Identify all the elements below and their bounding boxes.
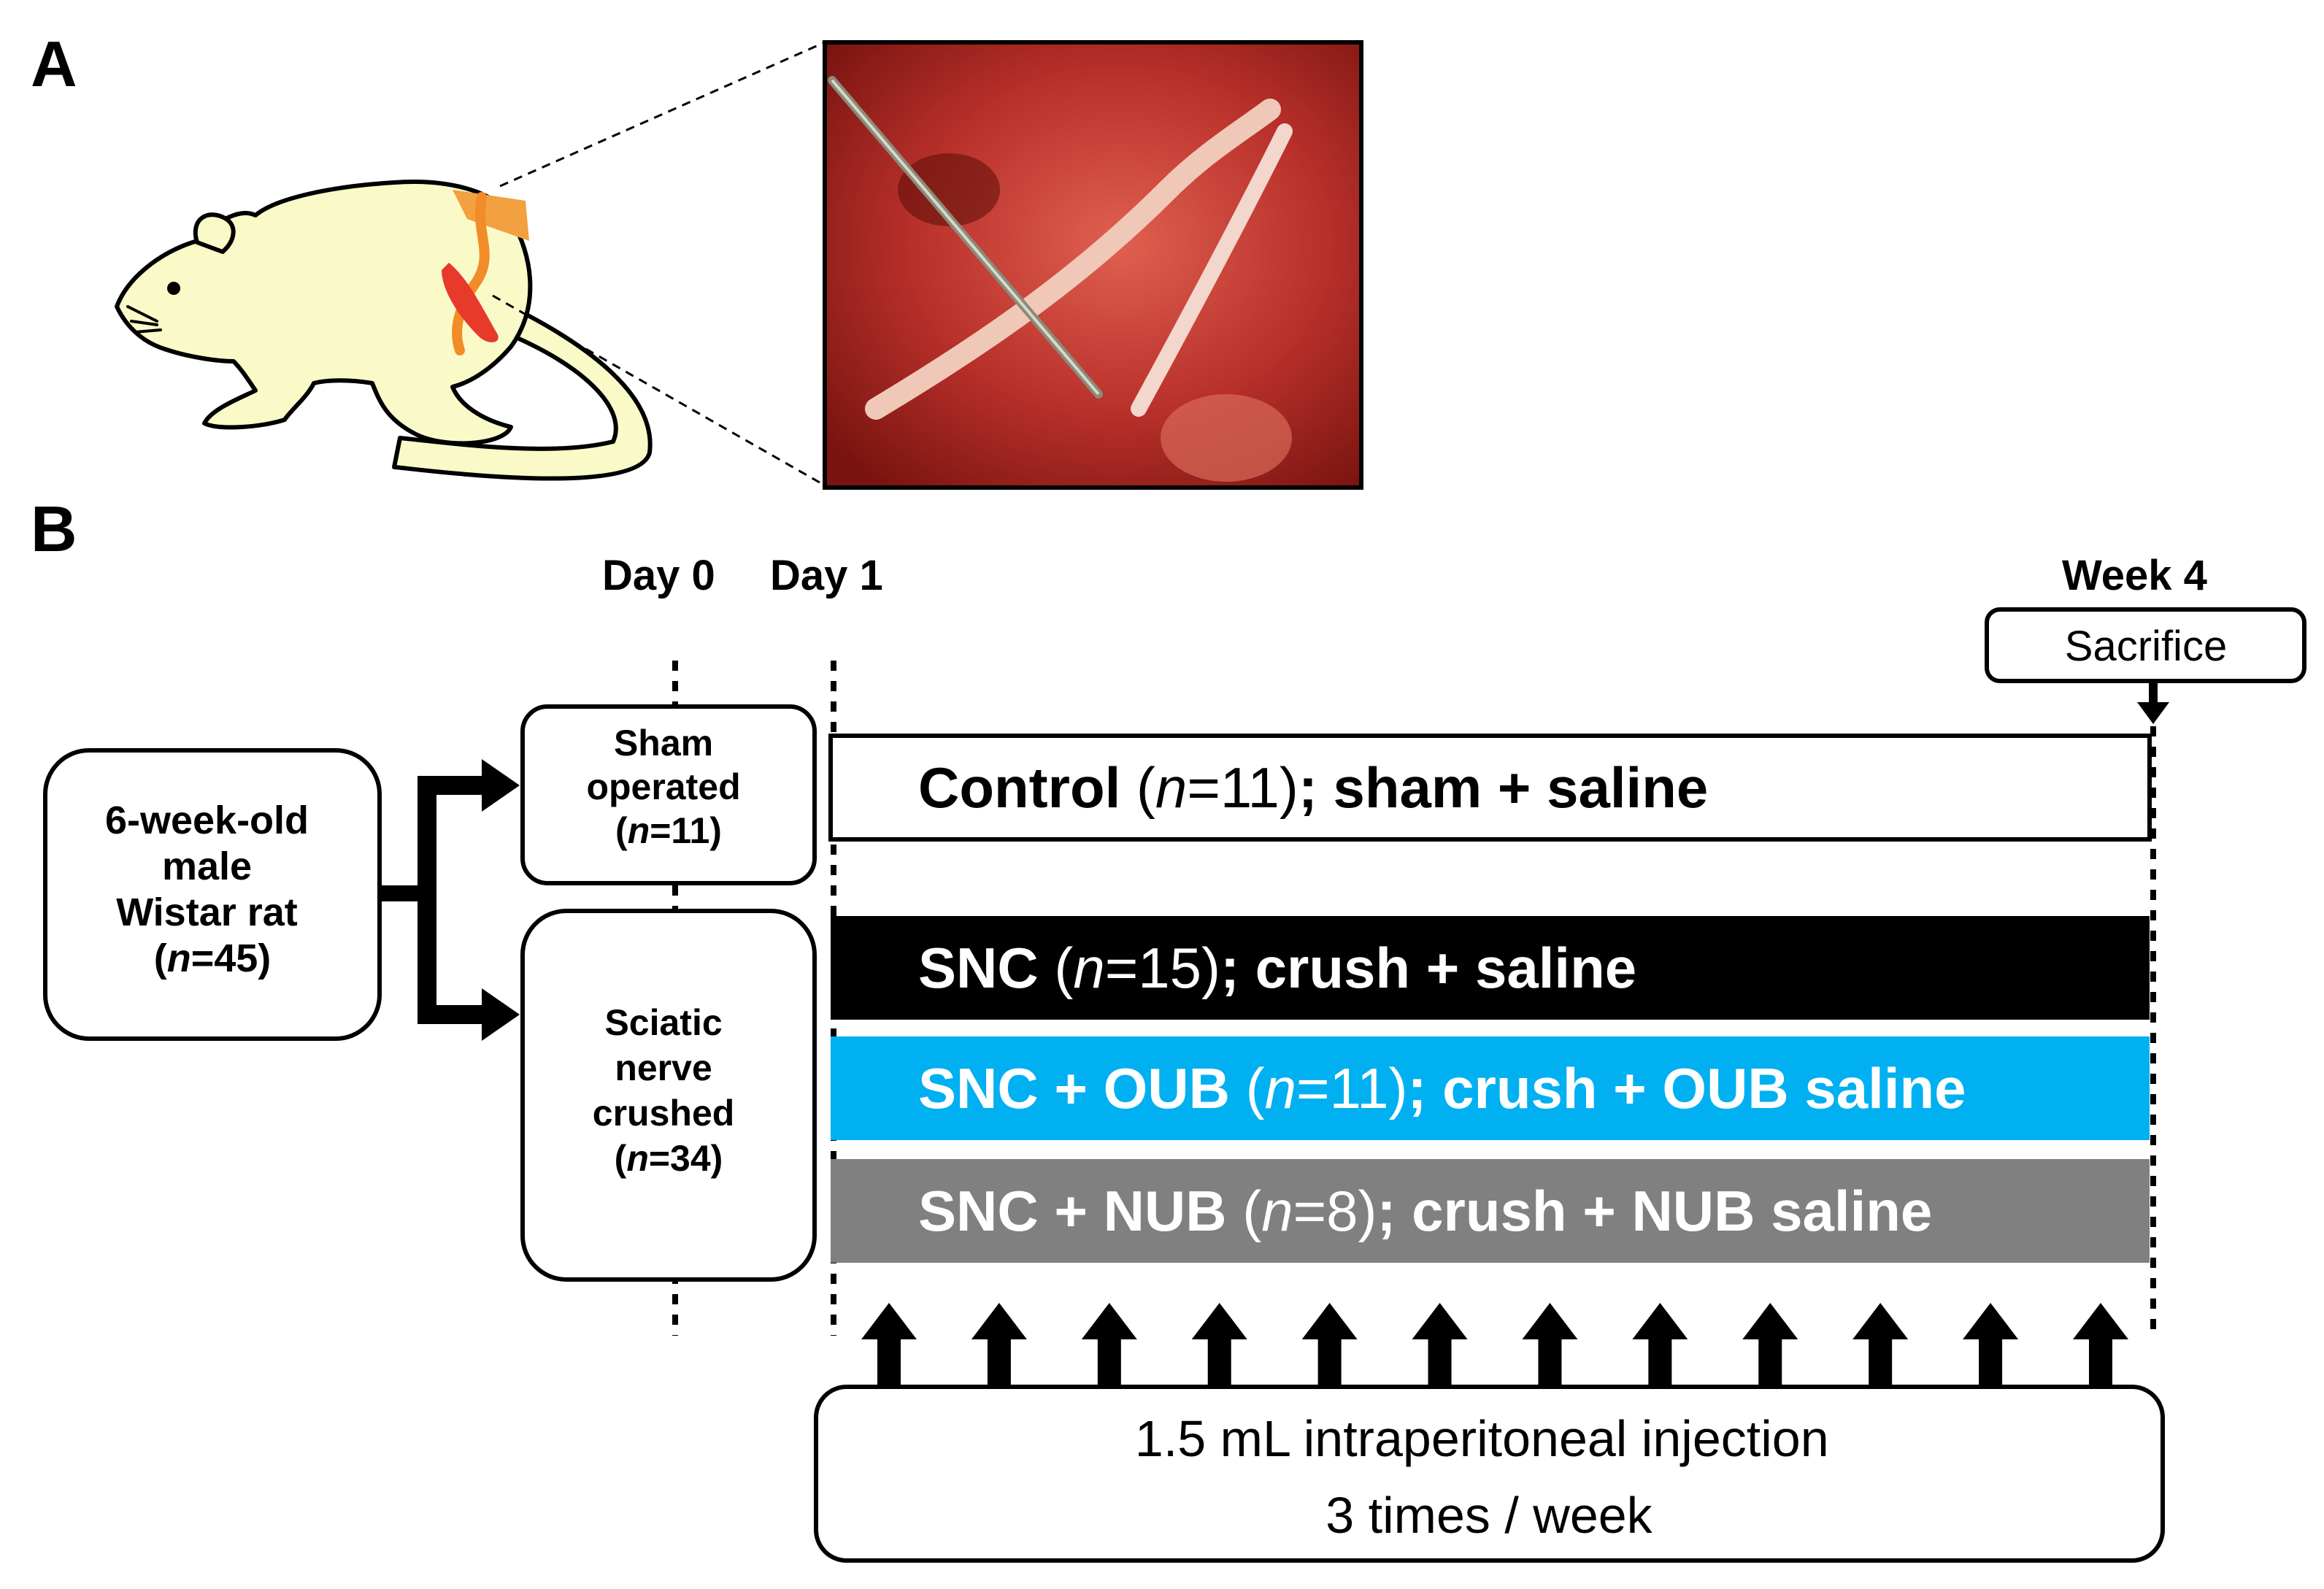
branch-arrows xyxy=(380,759,520,1041)
injection-arrow-up-icon xyxy=(2073,1303,2128,1388)
group-snc-nub-name: SNC + NUB xyxy=(918,1179,1227,1243)
origin-line-1: 6-week-old xyxy=(105,799,309,842)
crush-n-suffix: =34) xyxy=(649,1138,723,1179)
injection-arrow-up-icon xyxy=(971,1303,1027,1388)
group-snc-n-italic: n xyxy=(1073,936,1104,1000)
sacrifice-box xyxy=(1985,607,2306,683)
rat-sciatic-nerve xyxy=(452,192,490,355)
group-snc-nub-n-italic: n xyxy=(1261,1179,1293,1243)
group-bar-snc xyxy=(831,916,2150,1020)
injection-arrow-up-icon xyxy=(1852,1303,1909,1388)
rat-ear xyxy=(193,212,236,254)
group-snc-oub-name: SNC + OUB xyxy=(918,1056,1230,1120)
group-label-snc-nub: SNC + NUB (n=8); crush + NUB saline xyxy=(918,1179,1932,1243)
origin-n-prefix: ( xyxy=(154,936,167,980)
group-snc-nub-n-value: =8) xyxy=(1293,1179,1377,1243)
injection-arrow-up-icon xyxy=(861,1303,917,1388)
zoom-line-bottom xyxy=(492,294,826,487)
sacrifice-label: Sacrifice xyxy=(2065,623,2227,670)
group-snc-oub-n-open: ( xyxy=(1230,1056,1265,1120)
rat-muscle xyxy=(442,263,499,343)
origin-line-2: male xyxy=(162,844,252,888)
rat-whiskers xyxy=(126,305,162,334)
crush-line-3: crushed xyxy=(593,1093,735,1134)
group-control-n-value: =11) xyxy=(1187,755,1298,820)
group-snc-nub-n-open: ( xyxy=(1227,1179,1262,1243)
panel-label-a: A xyxy=(31,28,77,100)
sham-n-italic: n xyxy=(628,810,650,851)
injection-arrow-up-icon xyxy=(1522,1303,1578,1388)
crush-n-italic: n xyxy=(626,1138,649,1179)
injection-line-2: 3 times / week xyxy=(1325,1487,1652,1544)
group-snc-oub-n-value: =11) xyxy=(1296,1056,1408,1120)
label-day-1: Day 1 xyxy=(770,552,883,599)
photo-nerve-main xyxy=(865,99,1281,420)
injection-text: 1.5 mL intraperitoneal injection 3 times… xyxy=(1135,1410,1843,1544)
group-control-name: Control xyxy=(918,755,1120,820)
injection-arrows xyxy=(861,1303,2128,1388)
injection-box xyxy=(814,1385,2165,1563)
label-week-4: Week 4 xyxy=(2062,552,2207,599)
group-bar-snc-nub xyxy=(831,1159,2150,1263)
injection-arrow-up-icon xyxy=(1191,1303,1247,1388)
crush-line-1: Sciatic xyxy=(604,1002,722,1043)
sham-n-suffix: =11) xyxy=(650,810,722,851)
rat-illustration xyxy=(115,180,653,481)
sham-text: Sham operated (n=11) xyxy=(586,723,750,851)
group-snc-n-value: =15) xyxy=(1105,936,1220,1000)
label-day-0: Day 0 xyxy=(602,552,715,599)
injection-arrow-up-icon xyxy=(1301,1303,1358,1388)
sacrifice-arrow-head xyxy=(2137,702,2169,724)
sham-box xyxy=(520,704,817,885)
group-snc-name: SNC xyxy=(918,936,1039,1000)
group-snc-nub-desc: ; crush + NUB saline xyxy=(1377,1179,1933,1243)
group-bar-control xyxy=(828,734,2152,842)
origin-n-suffix: =45) xyxy=(191,936,272,980)
injection-arrow-up-icon xyxy=(1742,1303,1798,1388)
sham-n-prefix: ( xyxy=(615,810,628,851)
injection-arrow-up-icon xyxy=(1963,1303,2019,1388)
surgical-photo xyxy=(823,40,1363,490)
group-control-n-open: ( xyxy=(1120,755,1155,820)
injection-arrow-up-icon xyxy=(1412,1303,1468,1388)
group-snc-n-open: ( xyxy=(1039,936,1074,1000)
group-control-n-italic: n xyxy=(1155,755,1187,820)
photo-nerve-branch xyxy=(1131,123,1293,417)
crush-line-2: nerve xyxy=(615,1047,712,1088)
group-control-desc: ; sham + saline xyxy=(1298,755,1708,820)
crush-box xyxy=(520,909,817,1282)
injection-line-1: 1.5 mL intraperitoneal injection xyxy=(1135,1410,1829,1467)
group-snc-desc: ; crush + saline xyxy=(1220,936,1636,1000)
crush-n-prefix: ( xyxy=(615,1138,627,1179)
group-bar-snc-oub xyxy=(831,1036,2150,1140)
group-label-snc: SNC (n=15); crush + saline xyxy=(918,936,1636,1000)
group-label-control: Control (n=11); sham + saline xyxy=(918,755,1708,820)
group-snc-oub-desc: ; crush + OUB saline xyxy=(1407,1056,1966,1120)
origin-line-3: Wistar rat xyxy=(116,890,298,934)
group-snc-oub-n-italic: n xyxy=(1265,1056,1296,1120)
sham-line-1: Sham xyxy=(614,723,713,763)
zoom-line-top xyxy=(499,41,826,188)
rat-eye xyxy=(167,282,180,295)
panel-label-b: B xyxy=(31,493,77,565)
rat-tail xyxy=(392,304,653,481)
injection-arrow-up-icon xyxy=(1632,1303,1688,1388)
origin-n-italic: n xyxy=(167,936,191,980)
injection-arrow-up-icon xyxy=(1081,1303,1137,1388)
sham-line-2: operated xyxy=(586,766,740,807)
rat-nerve-patch xyxy=(453,190,529,241)
origin-text: 6-week-old male Wistar rat (n=45) xyxy=(105,799,320,980)
crush-text: Sciatic nerve crushed (n=34) xyxy=(593,1002,744,1179)
group-label-snc-oub: SNC + OUB (n=11); crush + OUB saline xyxy=(918,1056,1966,1120)
